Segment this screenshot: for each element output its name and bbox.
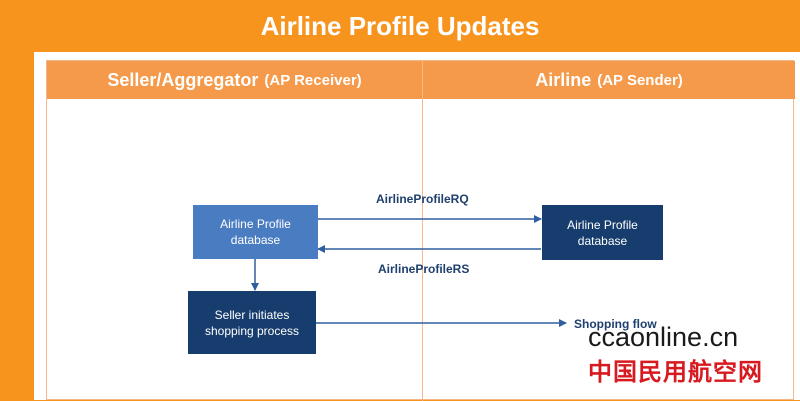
seller-shopping-process: Seller initiates shopping process: [188, 291, 316, 354]
seller-column-header: Seller/Aggregator (AP Receiver): [47, 61, 422, 99]
airline-db-line1: Airline Profile: [567, 217, 638, 232]
seller-profile-database: Airline Profile database: [193, 205, 318, 259]
airline-db-line2: database: [577, 233, 628, 248]
seller-column-name: Seller/Aggregator: [107, 69, 259, 90]
page-title: Airline Profile Updates: [260, 10, 540, 41]
airline-column-role: (AP Sender): [597, 71, 683, 89]
airline-profile-database: Airline Profile database: [542, 205, 663, 260]
watermark-sitename: 中国民用航空网: [588, 359, 763, 386]
diagram-frame: Seller/Aggregator (AP Receiver) Airline …: [46, 60, 795, 401]
seller-shop-line2: shopping process: [204, 323, 300, 338]
response-label: AirlineProfileRS: [378, 262, 470, 276]
airline-column-name: Airline: [535, 69, 592, 90]
diagram-panel: Seller/Aggregator (AP Receiver) Airline …: [34, 52, 800, 401]
column-divider: [422, 61, 423, 401]
seller-db-line2: database: [230, 233, 281, 247]
airline-column-header: Airline (AP Sender): [423, 61, 795, 99]
request-label: AirlineProfileRQ: [376, 192, 469, 206]
seller-shop-line1: Seller initiates: [214, 307, 290, 322]
seller-column-role: (AP Receiver): [264, 71, 362, 89]
shopping-flow-label: Shopping flow: [574, 317, 657, 331]
seller-db-line1: Airline Profile: [220, 217, 291, 231]
watermark-domain: ccaonline.cn: [588, 322, 739, 352]
